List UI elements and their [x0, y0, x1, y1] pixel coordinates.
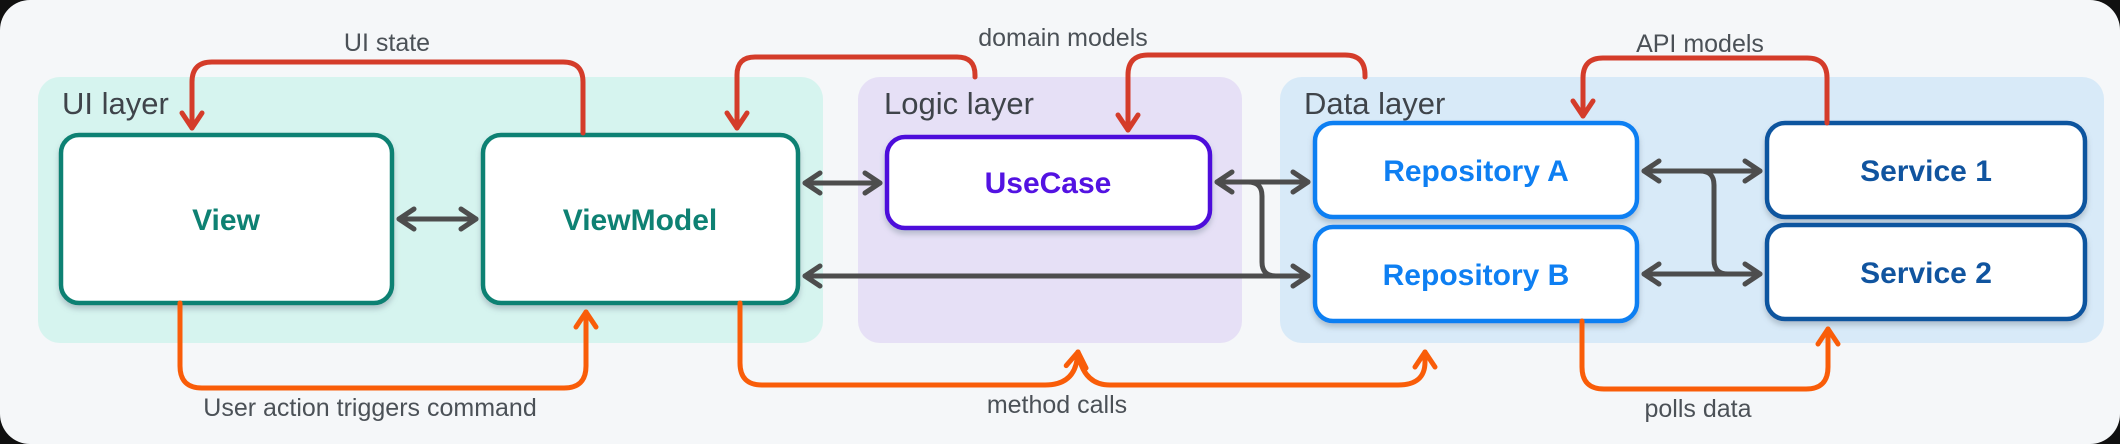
repository-a-label: Repository A [1383, 155, 1569, 188]
domain-models-arrow-to-viewmodel [724, 54, 978, 131]
data-layer-label: Data layer [1304, 86, 1445, 121]
method-calls-arrow-to-logic [737, 300, 1089, 388]
logic-layer-label: Logic layer [884, 86, 1034, 121]
method-calls-label: method calls [987, 391, 1127, 419]
api-models-arrow [1570, 55, 1830, 126]
repository-a-box [1312, 120, 1640, 220]
repository-b-box [1312, 224, 1640, 324]
usecase-label: UseCase [985, 167, 1112, 200]
usecase-box [884, 134, 1213, 231]
polls-data-arrow [1579, 318, 1841, 392]
ui-layer-label: UI layer [62, 86, 169, 121]
service-1-label: Service 1 [1860, 155, 1992, 188]
service-2-label: Service 2 [1860, 257, 1992, 290]
viewmodel-box [480, 132, 801, 306]
domain-models-arrow-to-usecase [1115, 52, 1368, 133]
domain-models-label: domain models [978, 24, 1148, 52]
api-models-label: API models [1636, 30, 1764, 58]
service-1-box [1764, 120, 2088, 220]
repository-b-label: Repository B [1383, 259, 1570, 292]
ui-state-label: UI state [344, 29, 430, 57]
view-label: View [192, 204, 260, 237]
method-calls-arrow-to-data [1075, 349, 1438, 388]
user-action-arrow [177, 300, 599, 391]
user-action-label: User action triggers command [203, 394, 536, 422]
connector-branch-usecase-to-lower [1245, 179, 1279, 279]
view-box [58, 132, 395, 306]
service-2-box [1764, 222, 2088, 322]
ui-state-arrow [179, 59, 586, 136]
connector-branch-services [1697, 168, 1731, 277]
viewmodel-label: ViewModel [563, 204, 717, 237]
polls-data-label: polls data [1644, 395, 1751, 423]
